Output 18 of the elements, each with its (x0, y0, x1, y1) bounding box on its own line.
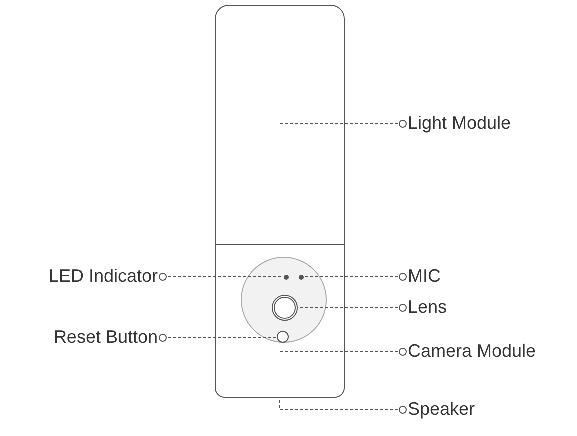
camera-module-panel (215, 245, 345, 398)
part-label: Lens (408, 297, 448, 317)
leader-line (159, 273, 284, 281)
light-module-panel (215, 5, 345, 245)
leader-line (304, 273, 407, 281)
leader-line (298, 304, 407, 312)
leader-line (280, 120, 407, 128)
leader-line (280, 348, 407, 356)
part-label: LED Indicator (48, 266, 158, 286)
part-label: Light Module (408, 113, 512, 133)
leader-line (280, 398, 407, 414)
part-label: MIC (408, 266, 441, 286)
part-label: Speaker (408, 399, 476, 419)
leader-line (159, 334, 276, 342)
mic-hole (299, 275, 304, 280)
led-indicator (284, 275, 289, 280)
part-label: Camera Module (408, 341, 536, 361)
part-label: Reset Button (54, 327, 158, 347)
